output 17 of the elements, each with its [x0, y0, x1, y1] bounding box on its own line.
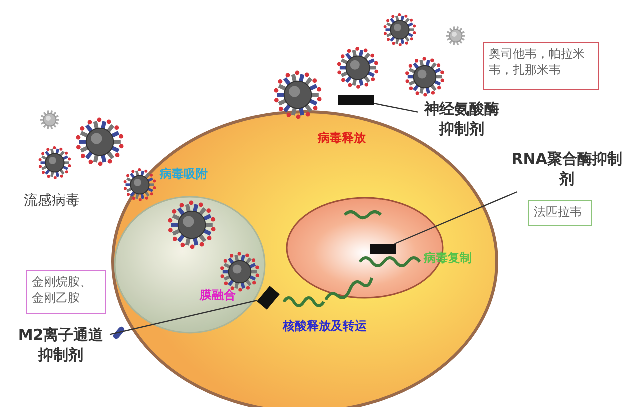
stage-label: 病毒释放: [318, 130, 366, 147]
inhibitor-block: [338, 95, 374, 105]
stage-label: 核酸释放及转运: [283, 318, 367, 335]
leader-line: [394, 191, 518, 245]
inhibitor-label: M2离子通道抑制剂: [12, 326, 110, 366]
inhibitor-label: 神经氨酸酶抑制剂: [418, 100, 506, 142]
stage-label: 膜融合: [200, 287, 236, 304]
drug-name-box: 金刚烷胺、金刚乙胺: [26, 270, 106, 314]
inhibitor-label: RNA聚合酶抑制剂: [508, 150, 626, 192]
stage-label: 病毒吸附: [160, 166, 208, 183]
stage-label: 病毒复制: [424, 250, 472, 267]
leader-line: [374, 102, 418, 113]
drug-name-box: 奥司他韦，帕拉米韦，扎那米韦: [483, 42, 599, 90]
leader-line: [110, 300, 258, 336]
virus-label: 流感病毒: [24, 192, 80, 210]
drug-name-box: 法匹拉韦: [528, 200, 592, 226]
inhibitor-block: [370, 244, 396, 254]
